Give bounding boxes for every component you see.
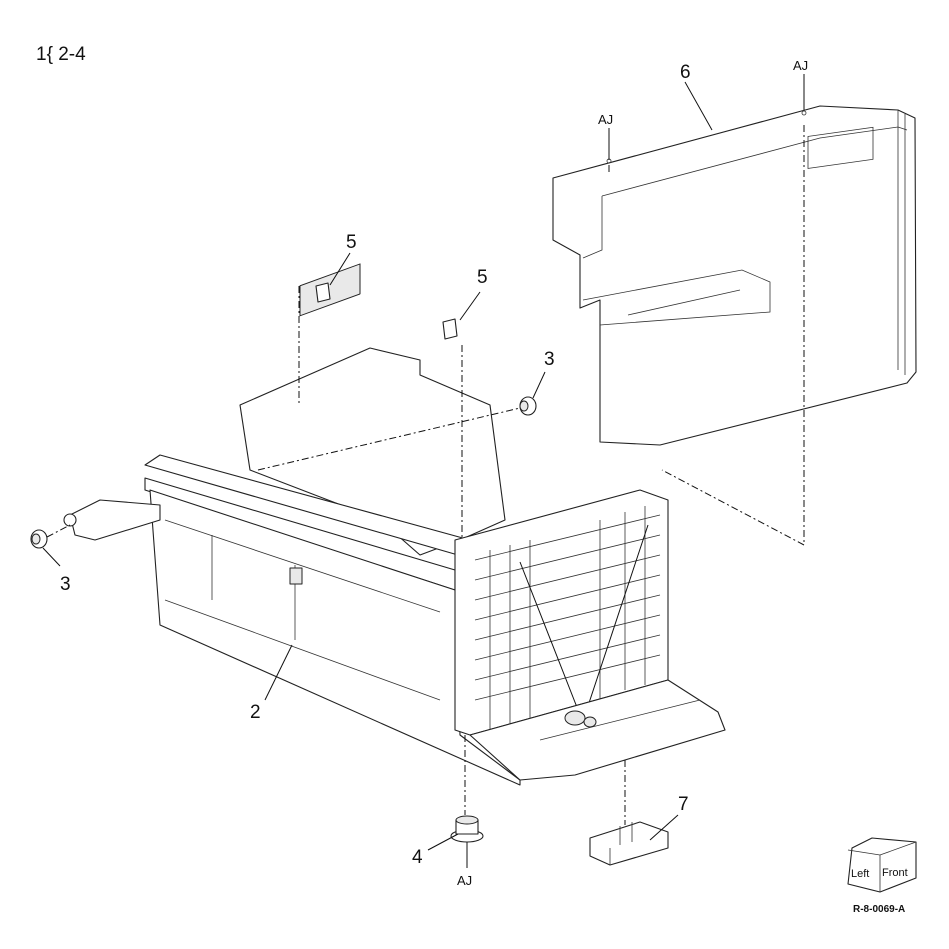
orientation-front-label: Front	[882, 867, 908, 879]
reference-code: R-8-0069-A	[853, 904, 905, 915]
callout-5-lower: 5	[477, 267, 488, 288]
part-4-gear	[450, 815, 484, 843]
aj-mark-cover-left: AJ	[598, 112, 613, 127]
callout-5-upper: 5	[346, 232, 357, 253]
part-3-roller-right	[519, 396, 537, 416]
callout-3-left: 3	[60, 574, 71, 595]
figure-title: 1{ 2-4	[36, 44, 86, 65]
part-2-tray-frame	[63, 263, 726, 786]
callout-7: 7	[678, 794, 689, 815]
callout-2: 2	[250, 702, 261, 723]
callout-3-right: 3	[544, 349, 555, 370]
callout-4: 4	[412, 847, 423, 868]
callout-6: 6	[680, 62, 691, 83]
aj-mark-gear: AJ	[457, 873, 472, 888]
part-7-bracket	[589, 821, 669, 866]
orientation-box: Left Front	[847, 837, 917, 893]
aj-mark-cover-right: AJ	[793, 58, 808, 73]
part-3-roller-left	[30, 529, 48, 549]
part-5-pad-upper	[315, 282, 331, 303]
part-5-pad-lower	[442, 318, 458, 340]
orientation-left-label: Left	[851, 868, 869, 880]
leader-lines	[42, 74, 805, 868]
part-6-cover	[552, 105, 917, 446]
assembly-lines	[46, 125, 805, 825]
